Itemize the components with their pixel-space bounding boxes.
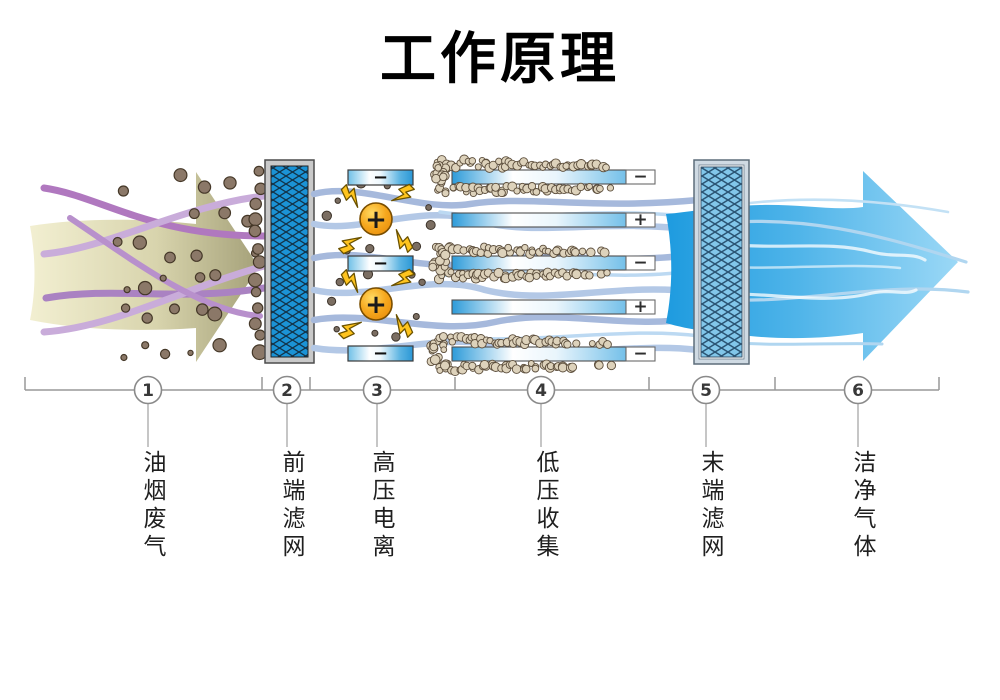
- collection-bar: +: [451, 297, 656, 317]
- ionizer-ball: +: [335, 265, 418, 343]
- electrode-bar: −: [347, 253, 414, 274]
- svg-text:−: −: [373, 343, 388, 364]
- svg-text:−: −: [373, 253, 388, 274]
- step-label-3: 高压电离: [369, 450, 395, 562]
- step-marker: 2: [272, 375, 302, 405]
- svg-text:−: −: [633, 167, 647, 187]
- collected-particle-cluster: [428, 242, 611, 285]
- ionizer-ball: +: [335, 180, 418, 258]
- step-scale: [24, 377, 940, 391]
- svg-text:+: +: [633, 210, 647, 230]
- step-marker: 6: [843, 375, 873, 405]
- step-label-2: 前端滤网: [279, 450, 305, 562]
- svg-text:−: −: [633, 344, 647, 364]
- ionization-stage: − − − +: [335, 167, 418, 364]
- svg-text:+: +: [365, 290, 387, 320]
- step-connectors: [147, 404, 859, 447]
- svg-text:−: −: [633, 253, 647, 273]
- step-marker: 4: [526, 375, 556, 405]
- collection-bar: −: [451, 344, 656, 364]
- svg-text:2: 2: [281, 381, 293, 401]
- lightning-bolt-icon: [387, 226, 417, 256]
- step-label-6: 洁净气体: [850, 450, 876, 562]
- smoke-particles: [112, 165, 268, 362]
- collection-stage: − + − + −: [426, 154, 656, 377]
- electrode-bar: −: [347, 167, 414, 188]
- svg-text:5: 5: [700, 381, 712, 401]
- step-label-5: 末端滤网: [698, 450, 724, 562]
- svg-text:+: +: [365, 205, 387, 235]
- front-filter: [264, 159, 315, 364]
- collected-particle-cluster: [430, 154, 615, 198]
- svg-text:−: −: [373, 167, 388, 188]
- svg-text:3: 3: [371, 381, 383, 401]
- step-marker: 1: [133, 375, 163, 405]
- step-label-4: 低压收集: [533, 450, 559, 562]
- collection-bar: +: [451, 210, 656, 230]
- svg-text:1: 1: [142, 381, 154, 401]
- step-marker: 3: [362, 375, 392, 405]
- collected-particle-cluster: [426, 332, 617, 377]
- svg-text:4: 4: [535, 381, 547, 401]
- svg-text:6: 6: [852, 381, 864, 401]
- step-markers: 1 2 3 4 5 6: [133, 375, 873, 405]
- electrode-bar: −: [347, 343, 414, 364]
- step-marker: 5: [691, 375, 721, 405]
- page-title: 工作原理: [380, 27, 620, 90]
- svg-text:+: +: [633, 297, 647, 317]
- step-label-1: 油烟废气: [140, 450, 166, 562]
- end-filter: [693, 159, 750, 365]
